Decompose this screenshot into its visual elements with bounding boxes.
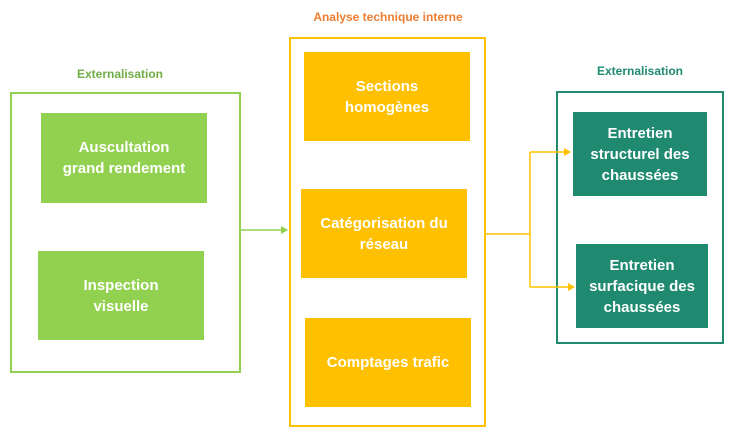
right-group-frame: [556, 91, 724, 344]
inspection-label-line-1: Inspection: [83, 276, 159, 294]
categorisation-label-line-1: Catégorisation du: [320, 214, 448, 232]
surfacique-label-line-3: chaussées: [603, 298, 681, 316]
categorisation-reseau-box: Catégorisation du réseau: [301, 189, 467, 278]
left-group-frame: [10, 92, 241, 373]
structurel-label-line-1: Entretien: [607, 124, 673, 142]
structurel-label-line-3: chaussées: [601, 166, 679, 184]
center-group-title: Analyse technique interne: [313, 10, 463, 24]
categorisation-label-line-2: réseau: [359, 235, 409, 253]
right-group-title: Externalisation: [596, 64, 684, 78]
surfacique-label-line-2: surfacique des: [589, 277, 695, 295]
sections-label-line-2: homogènes: [344, 98, 430, 116]
comptages-label-line-1: Comptages trafic: [326, 354, 450, 371]
auscultation-label-line-2: grand rendement: [62, 160, 186, 177]
inspection-label-line-2: visuelle: [93, 297, 149, 315]
left-group-title: Externalisation: [76, 67, 164, 81]
sections-label-line-1: Sections: [355, 77, 419, 95]
surfacique-label-line-1: Entretien: [609, 256, 675, 274]
auscultation-label-line-1: Auscultation: [78, 139, 170, 156]
entretien-structurel-box: Entretien structurel des chaussées: [573, 112, 707, 196]
inspection-box: Inspection visuelle: [38, 251, 204, 340]
auscultation-box: Auscultation grand rendement: [41, 113, 207, 203]
structurel-label-line-2: structurel des: [590, 145, 690, 163]
entretien-surfacique-box: Entretien surfacique des chaussées: [576, 244, 708, 328]
center-group-frame: [289, 37, 486, 427]
comptages-trafic-box: Comptages trafic: [305, 318, 471, 407]
sections-homogenes-box: Sections homogènes: [304, 52, 470, 141]
